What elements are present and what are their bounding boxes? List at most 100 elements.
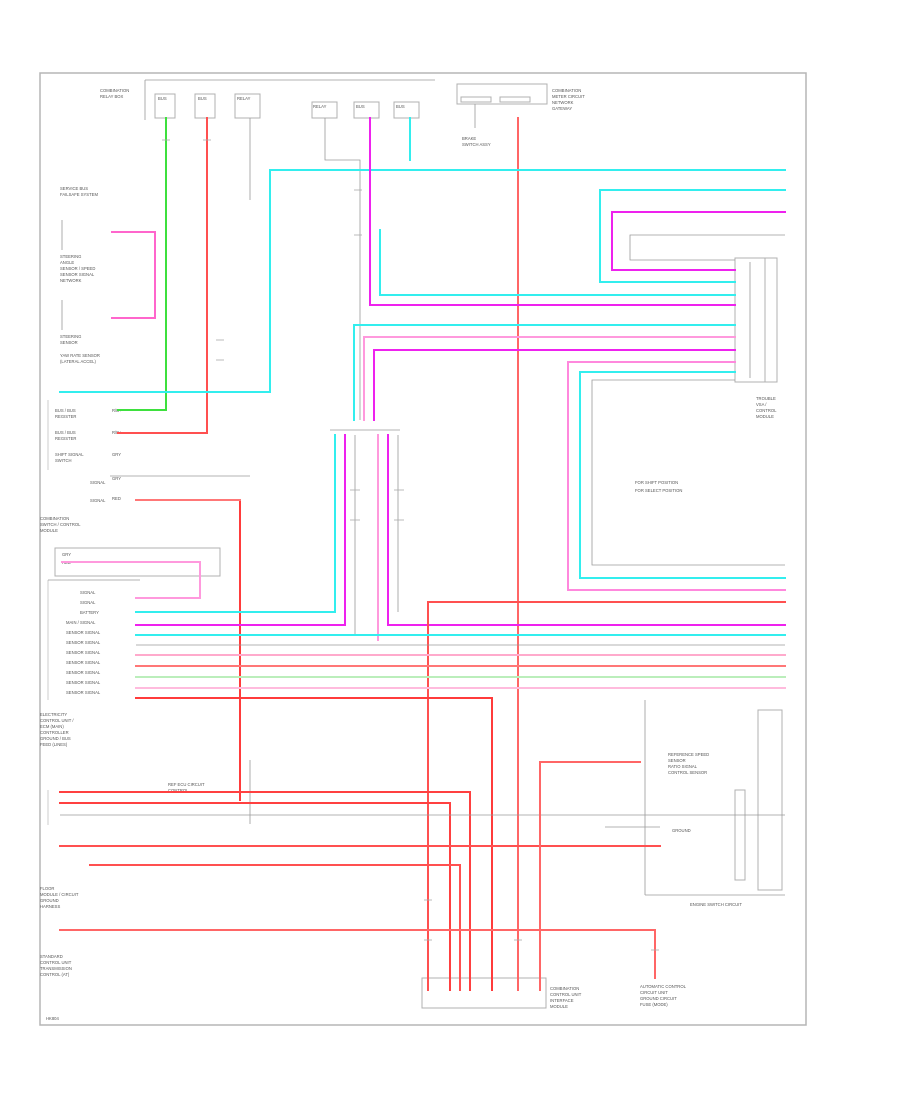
svg-text:CONTROL (AT): CONTROL (AT) bbox=[40, 972, 70, 977]
connector-ticks bbox=[162, 139, 659, 951]
svg-text:SIGNAL: SIGNAL bbox=[80, 590, 96, 595]
wire-pink-loop bbox=[111, 231, 156, 319]
svg-text:R/B+: R/B+ bbox=[112, 408, 122, 413]
wire-red-1 bbox=[117, 117, 208, 434]
svg-text:SIGNAL: SIGNAL bbox=[90, 498, 106, 503]
svg-text:SWITCH: SWITCH bbox=[55, 458, 72, 463]
svg-text:REF ECU CIRCUIT: REF ECU CIRCUIT bbox=[168, 782, 205, 787]
svg-text:BUS / BUS: BUS / BUS bbox=[55, 408, 76, 413]
svg-text:SENSOR SIGNAL: SENSOR SIGNAL bbox=[66, 650, 101, 655]
svg-text:SENSOR SIGNAL: SENSOR SIGNAL bbox=[66, 660, 101, 665]
svg-text:HARNESS: HARNESS bbox=[40, 904, 60, 909]
svg-text:SIGNAL: SIGNAL bbox=[80, 600, 96, 605]
svg-text:BUS / BUS: BUS / BUS bbox=[55, 430, 76, 435]
svg-text:COMBINATION: COMBINATION bbox=[40, 516, 69, 521]
svg-text:SENSOR SIGNAL: SENSOR SIGNAL bbox=[66, 630, 101, 635]
svg-text:COMBINATION: COMBINATION bbox=[550, 986, 579, 991]
top-fuse-connectors: COMBINATION RELAY BOX BUS BUS RELAY RELA… bbox=[100, 79, 435, 120]
abs-modulator-connector: TROUBLE VSA / CONTROL MODULE bbox=[734, 257, 778, 419]
svg-text:GRY: GRY bbox=[62, 552, 71, 557]
svg-text:BUS: BUS bbox=[396, 104, 405, 109]
footer-code: HK804 bbox=[46, 1016, 59, 1021]
svg-text:TRANSMISSION: TRANSMISSION bbox=[40, 966, 72, 971]
svg-text:SENSOR SIGNAL: SENSOR SIGNAL bbox=[60, 272, 95, 277]
svg-text:FUSE (MODE): FUSE (MODE) bbox=[640, 1002, 668, 1007]
svg-text:SENSOR: SENSOR bbox=[60, 340, 78, 345]
svg-text:NETWORK: NETWORK bbox=[60, 278, 82, 283]
svg-text:FEED (LINES): FEED (LINES) bbox=[40, 742, 68, 747]
junction-block bbox=[135, 429, 786, 641]
left-sensor-block: SERVICE BUS FAILSAFE SYSTEM STEERING ANG… bbox=[60, 186, 100, 364]
svg-text:REFERENCE SPEED: REFERENCE SPEED bbox=[668, 752, 709, 757]
wire-red-h4 bbox=[135, 697, 493, 991]
svg-text:MODULE: MODULE bbox=[40, 528, 58, 533]
bottom-left-components: FLOOR MODULE / CIRCUIT GROUND HARNESS ST… bbox=[40, 760, 251, 977]
svg-text:CONTROL UNIT: CONTROL UNIT bbox=[550, 992, 582, 997]
svg-text:(LATERAL ACCEL): (LATERAL ACCEL) bbox=[60, 359, 96, 364]
svg-text:AUTOMATIC CONTROL: AUTOMATIC CONTROL bbox=[640, 984, 687, 989]
svg-text:SENSOR SIGNAL: SENSOR SIGNAL bbox=[66, 640, 101, 645]
svg-text:MODULE: MODULE bbox=[756, 414, 774, 419]
svg-text:CONTROL: CONTROL bbox=[168, 788, 189, 793]
wire-magenta-1 bbox=[611, 211, 786, 271]
svg-text:NETWORK: NETWORK bbox=[552, 100, 574, 105]
svg-text:CONTROLLER: CONTROLLER bbox=[40, 730, 69, 735]
svg-text:TROUBLE: TROUBLE bbox=[756, 396, 776, 401]
wire-cyan-top bbox=[59, 169, 786, 393]
svg-text:GROUND: GROUND bbox=[40, 898, 59, 903]
wire-magenta-3 bbox=[373, 349, 736, 421]
svg-text:FOR SHIFT POSITION: FOR SHIFT POSITION bbox=[635, 480, 678, 485]
wire-cyan-6 bbox=[579, 371, 786, 579]
wire-green bbox=[117, 117, 167, 411]
svg-text:GROUND: GROUND bbox=[672, 828, 691, 833]
wire-red-h1 bbox=[427, 601, 786, 991]
svg-text:GROUND / BUS: GROUND / BUS bbox=[40, 736, 71, 741]
svg-text:COMBINATION: COMBINATION bbox=[552, 88, 581, 93]
svg-text:REGISTER: REGISTER bbox=[55, 436, 76, 441]
svg-text:ELECTRICITY: ELECTRICITY bbox=[40, 712, 67, 717]
svg-text:SENSOR SIGNAL: SENSOR SIGNAL bbox=[66, 690, 101, 695]
svg-text:MAIN / SIGNAL: MAIN / SIGNAL bbox=[66, 620, 96, 625]
wire-cyan-4 bbox=[379, 229, 736, 296]
svg-text:SERVICE BUS: SERVICE BUS bbox=[60, 186, 88, 191]
svg-text:MODULE: MODULE bbox=[550, 1004, 568, 1009]
svg-text:R/B+: R/B+ bbox=[112, 430, 122, 435]
svg-text:RELAY BOX: RELAY BOX bbox=[100, 94, 124, 99]
diagram-frame bbox=[39, 72, 807, 1026]
wire-gray-4 bbox=[591, 379, 785, 566]
svg-text:CIRCUIT UNIT: CIRCUIT UNIT bbox=[640, 990, 668, 995]
svg-text:RED: RED bbox=[112, 496, 121, 501]
shift-switch-label: FOR SHIFT POSITION FOR SELECT POSITION bbox=[635, 480, 682, 493]
wire-cyan-5 bbox=[353, 324, 736, 421]
svg-text:BUS: BUS bbox=[356, 104, 365, 109]
svg-text:VSA /: VSA / bbox=[756, 402, 767, 407]
wire-red-low5 bbox=[59, 929, 656, 979]
wire-pink-1 bbox=[363, 336, 736, 421]
wire-red-low6 bbox=[539, 761, 641, 991]
svg-text:SENSOR / SPEED: SENSOR / SPEED bbox=[60, 266, 95, 271]
svg-text:YAW RATE SENSOR: YAW RATE SENSOR bbox=[60, 353, 100, 358]
wire-pink-2 bbox=[567, 361, 786, 591]
left-connector-block-1: BUS / BUS REGISTER BUS / BUS REGISTER SH… bbox=[47, 400, 250, 503]
svg-text:SWITCH ASSY: SWITCH ASSY bbox=[462, 142, 491, 147]
svg-text:GRY: GRY bbox=[112, 476, 121, 481]
svg-text:METER CIRCUIT: METER CIRCUIT bbox=[552, 94, 585, 99]
svg-text:GATEWAY: GATEWAY bbox=[552, 106, 572, 111]
svg-text:RELAY: RELAY bbox=[313, 104, 327, 109]
svg-text:ANGLE: ANGLE bbox=[60, 260, 74, 265]
gateway-connector: COMBINATION METER CIRCUIT NETWORK GATEWA… bbox=[456, 83, 585, 147]
svg-text:MODULE / CIRCUIT: MODULE / CIRCUIT bbox=[40, 892, 79, 897]
svg-text:CONTROL UNIT: CONTROL UNIT bbox=[40, 960, 72, 965]
svg-text:SHIFT SIGNAL: SHIFT SIGNAL bbox=[55, 452, 84, 457]
svg-text:FAILSAFE SYSTEM: FAILSAFE SYSTEM bbox=[60, 192, 98, 197]
wire-red-low1 bbox=[59, 791, 471, 991]
svg-text:BRAKE: BRAKE bbox=[462, 136, 476, 141]
body-control-module-label: COMBINATION SWITCH / CONTROL MODULE GRY … bbox=[40, 516, 221, 577]
svg-text:CONTROL UNIT /: CONTROL UNIT / bbox=[40, 718, 74, 723]
svg-text:ECM (MAIN): ECM (MAIN) bbox=[40, 724, 64, 729]
svg-text:STEERING: STEERING bbox=[60, 334, 81, 339]
svg-text:FOR SELECT POSITION: FOR SELECT POSITION bbox=[635, 488, 682, 493]
svg-text:BUS: BUS bbox=[198, 96, 207, 101]
svg-text:REGISTER: REGISTER bbox=[55, 414, 76, 419]
